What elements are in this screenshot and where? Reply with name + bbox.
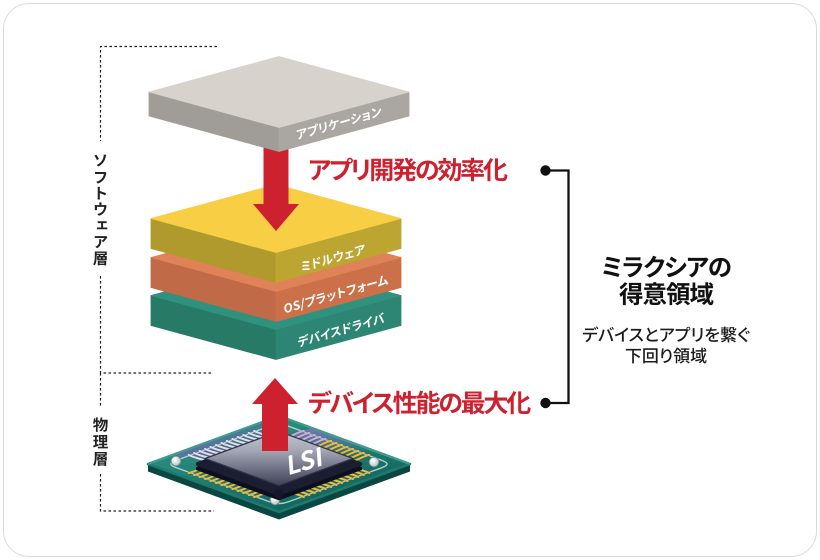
scope-description: デバイスとアプリを繋ぐ下回り領域 [566,320,766,367]
chip-pedestal-corner [274,489,284,499]
software-bracket-top-line [99,45,217,141]
app-efficiency-label: アプリ開発の効率化 [308,150,508,187]
screw-hole [170,455,182,467]
scope-description-line2: 下回り領域 [624,342,708,367]
scope-title-line1: ミラクシアの [601,249,732,284]
chip-glow-left [173,419,279,459]
physical-layer-bracket [99,373,214,512]
scope-title: ミラクシアの得意領域 [566,253,766,307]
physical-layer-label: 物理層 [89,416,112,468]
up-arrow [252,378,298,451]
device-performance-label: デバイス性能の最大化 [308,383,531,420]
scope-title-line2: 得意領域 [619,276,714,311]
screw-hole [368,456,380,468]
down-arrow [253,145,299,231]
software-layer-label: ソフトウェア層 [89,152,112,267]
scope-bracket-line [545,169,570,405]
chip-die [204,430,354,487]
application-slab [148,56,410,152]
scope-description-line1: デバイスとアプリを繋ぐ [582,320,750,346]
application-slab-top-face [148,56,410,128]
scope-bracket [540,165,570,409]
physical-bracket-bottom-line [99,474,214,512]
